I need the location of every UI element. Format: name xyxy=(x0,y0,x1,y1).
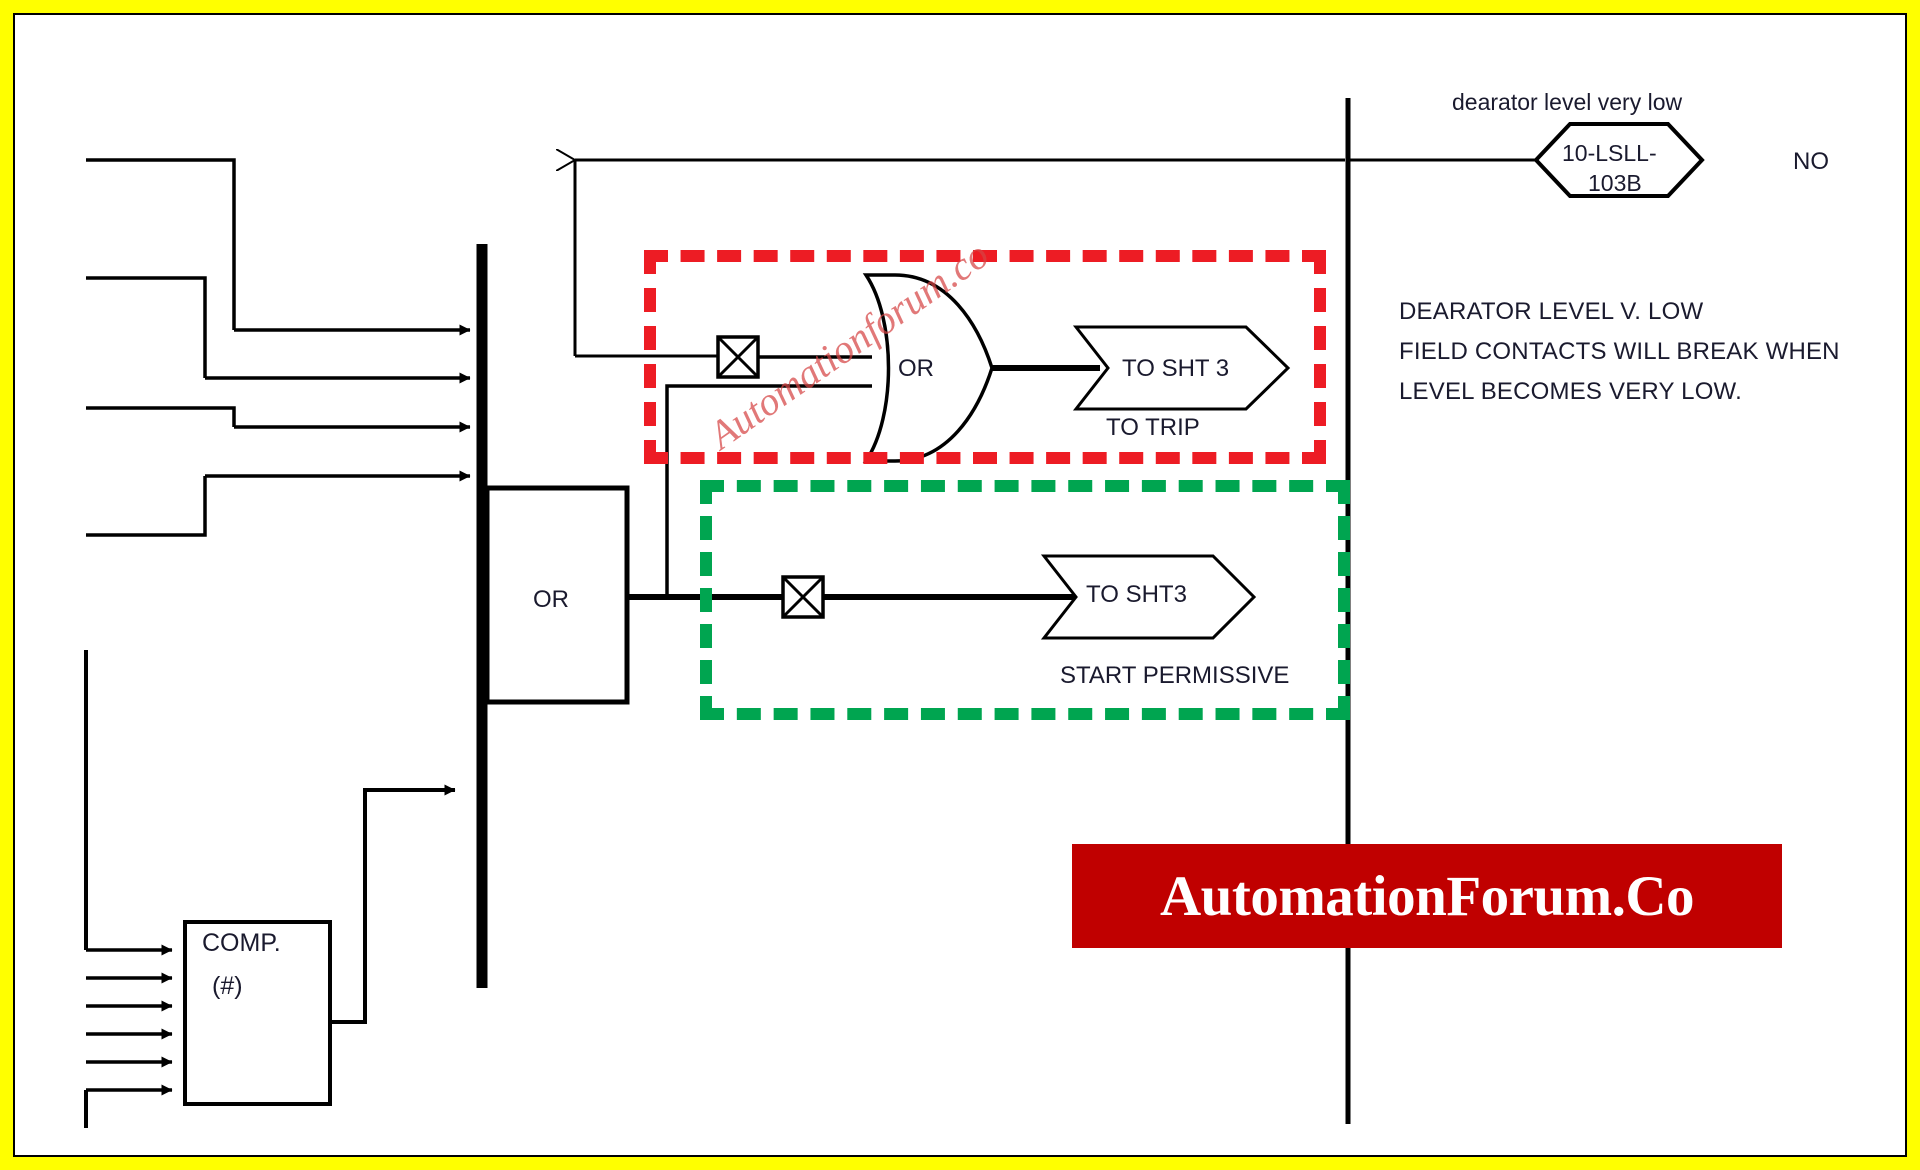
description-line-1: DEARATOR LEVEL V. LOW xyxy=(1399,298,1704,325)
permissive-purpose-label: START PERMISSIVE xyxy=(1060,662,1290,689)
bus-input-feeders xyxy=(86,158,236,537)
comparator-label-line1: COMP. xyxy=(202,929,281,957)
permissive-highlight-box xyxy=(700,480,1350,720)
permissive-destination-label: TO SHT3 xyxy=(1086,581,1187,608)
bus-notches xyxy=(476,266,488,314)
to-sht3-permissive-flag xyxy=(1040,554,1257,640)
trip-purpose-label: TO TRIP xyxy=(1106,414,1200,441)
trip-highlight-box xyxy=(644,250,1326,464)
comparator-input-feeders xyxy=(86,944,173,1096)
description-line-2: FIELD CONTACTS WILL BREAK WHEN xyxy=(1399,338,1840,365)
or-block-label: OR xyxy=(533,586,569,613)
signal-tag-hexagon xyxy=(1533,122,1705,198)
brand-banner-text: AutomationForum.Co xyxy=(1159,864,1695,928)
trip-interlock-xbox xyxy=(716,335,760,379)
signal-tag-id-line1: 10-LSLL- xyxy=(1562,140,1657,166)
bus-input-arrows xyxy=(205,324,471,482)
trip-or-gate-label: OR xyxy=(898,355,934,382)
description-line-3: LEVEL BECOMES VERY LOW. xyxy=(1399,378,1742,405)
brand-banner: AutomationForum.Co xyxy=(1072,844,1782,948)
trip-destination-label: TO SHT 3 xyxy=(1122,355,1230,382)
comparator-output-route xyxy=(330,784,456,1024)
comparator-label-line2: (#) xyxy=(212,972,243,1000)
signal-tag-title: dearator level very low xyxy=(1452,89,1683,115)
to-sht3-trip-flag xyxy=(1072,325,1291,411)
trip-or-gate-shape xyxy=(862,273,994,463)
comparator-block xyxy=(183,920,332,1106)
signal-tag-id-line2: 103B xyxy=(1588,170,1642,196)
contact-state-label: NO xyxy=(1793,148,1829,175)
trip-gate-input-2 xyxy=(665,384,872,597)
